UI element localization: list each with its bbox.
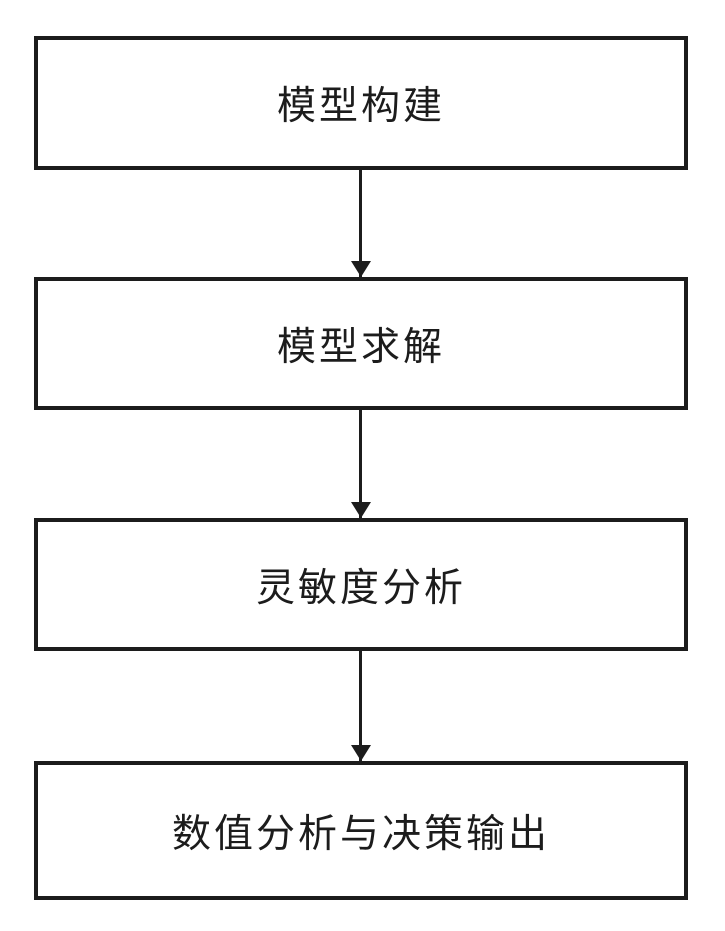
arrow-down-icon <box>359 170 362 277</box>
flow-node-model-solving: 模型求解 <box>34 277 688 410</box>
flow-node-label: 灵敏度分析 <box>255 566 466 610</box>
flow-node-label: 模型构建 <box>276 85 445 128</box>
flow-node-model-construction: 模型构建 <box>34 36 688 170</box>
arrow-down-icon <box>359 651 362 761</box>
arrow-down-icon <box>359 410 362 518</box>
flow-node-label: 模型求解 <box>276 325 445 369</box>
flow-node-label: 数值分析与决策输出 <box>171 812 550 856</box>
flow-node-sensitivity-analysis: 灵敏度分析 <box>34 518 688 651</box>
flow-node-numerical-analysis-decision-output: 数值分析与决策输出 <box>34 761 688 900</box>
